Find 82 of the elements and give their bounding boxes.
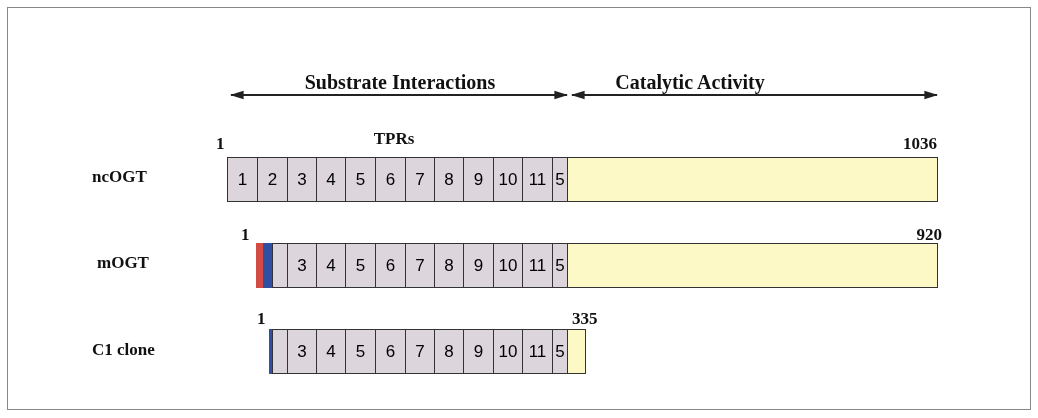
domain-box	[567, 157, 938, 202]
segment-number: 6	[385, 171, 396, 188]
segment-number: 11	[528, 343, 547, 360]
segment-number: 5	[555, 257, 565, 274]
residue-number: 1	[216, 135, 225, 152]
domain-box	[567, 243, 938, 288]
segment-number: 5	[355, 171, 366, 188]
tpr-segment	[345, 329, 376, 374]
segment-number: 9	[473, 257, 484, 274]
tpr-segment	[405, 157, 435, 202]
tpr-segment	[493, 157, 523, 202]
tpr-segment	[522, 243, 553, 288]
protein-name: mOGT	[97, 254, 149, 271]
tpr-segment	[227, 157, 258, 202]
segment-number: 11	[528, 257, 547, 274]
tpr-segment	[345, 243, 376, 288]
tpr-segment	[287, 157, 317, 202]
tpr-segment	[552, 329, 568, 374]
segment-number: 10	[498, 343, 518, 360]
segment-number: 5	[355, 257, 366, 274]
segment-number: 10	[498, 171, 518, 188]
tpr-segment	[493, 329, 523, 374]
segment-number: 9	[473, 171, 484, 188]
protein-name: C1 clone	[92, 341, 155, 358]
tpr-segment	[375, 329, 406, 374]
domain-box	[567, 329, 586, 374]
tpr-segment	[522, 157, 553, 202]
segment-number: 5	[555, 171, 565, 188]
segment-number: 4	[326, 257, 336, 274]
segment-number: 10	[498, 257, 518, 274]
tpr-segment	[434, 243, 464, 288]
region-label: TPRs	[373, 130, 415, 147]
segment-number: 9	[473, 343, 484, 360]
tpr-segment	[463, 243, 494, 288]
tpr-segment	[434, 157, 464, 202]
segment-number: 5	[555, 343, 565, 360]
tpr-segment	[375, 157, 406, 202]
colored-strip	[263, 243, 273, 288]
residue-number: 335	[572, 310, 598, 327]
segment-number: 4	[326, 343, 336, 360]
tpr-segment	[287, 243, 317, 288]
segment-number: 7	[415, 171, 425, 188]
residue-number: 920	[916, 226, 942, 243]
tpr-segment	[463, 329, 494, 374]
segment-number: 11	[528, 171, 547, 188]
tpr-segment	[434, 329, 464, 374]
segment-number: 1	[237, 171, 248, 188]
tpr-segment	[257, 157, 288, 202]
tpr-segment	[316, 329, 346, 374]
segment-number: 3	[297, 257, 307, 274]
tpr-segment	[316, 157, 346, 202]
tpr-segment	[522, 329, 553, 374]
segment-number: 4	[326, 171, 336, 188]
segment-number: 8	[444, 343, 454, 360]
tpr-segment	[316, 243, 346, 288]
segment-number: 2	[267, 171, 278, 188]
residue-number: 1	[257, 310, 266, 327]
protein-name: ncOGT	[92, 168, 147, 185]
residue-number: 1	[241, 226, 250, 243]
segment-number: 6	[385, 257, 396, 274]
residue-number: 1036	[903, 135, 937, 152]
segment-number: 7	[415, 343, 425, 360]
domain-box	[272, 243, 288, 288]
tpr-segment	[463, 157, 494, 202]
tpr-segment	[552, 243, 568, 288]
tpr-segment	[493, 243, 523, 288]
segment-number: 7	[415, 257, 425, 274]
tpr-segment	[375, 243, 406, 288]
tpr-segment	[405, 329, 435, 374]
tpr-segment	[552, 157, 568, 202]
region-heading: Substrate Interactions	[304, 72, 496, 92]
segment-number: 5	[355, 343, 366, 360]
segment-number: 3	[297, 171, 307, 188]
domain-box	[272, 329, 288, 374]
tpr-segment	[345, 157, 376, 202]
tpr-segment	[405, 243, 435, 288]
segment-number: 8	[444, 171, 454, 188]
tpr-segment	[287, 329, 317, 374]
region-heading: Catalytic Activity	[615, 72, 765, 92]
segment-number: 3	[297, 343, 307, 360]
segment-number: 8	[444, 257, 454, 274]
segment-number: 6	[385, 343, 396, 360]
